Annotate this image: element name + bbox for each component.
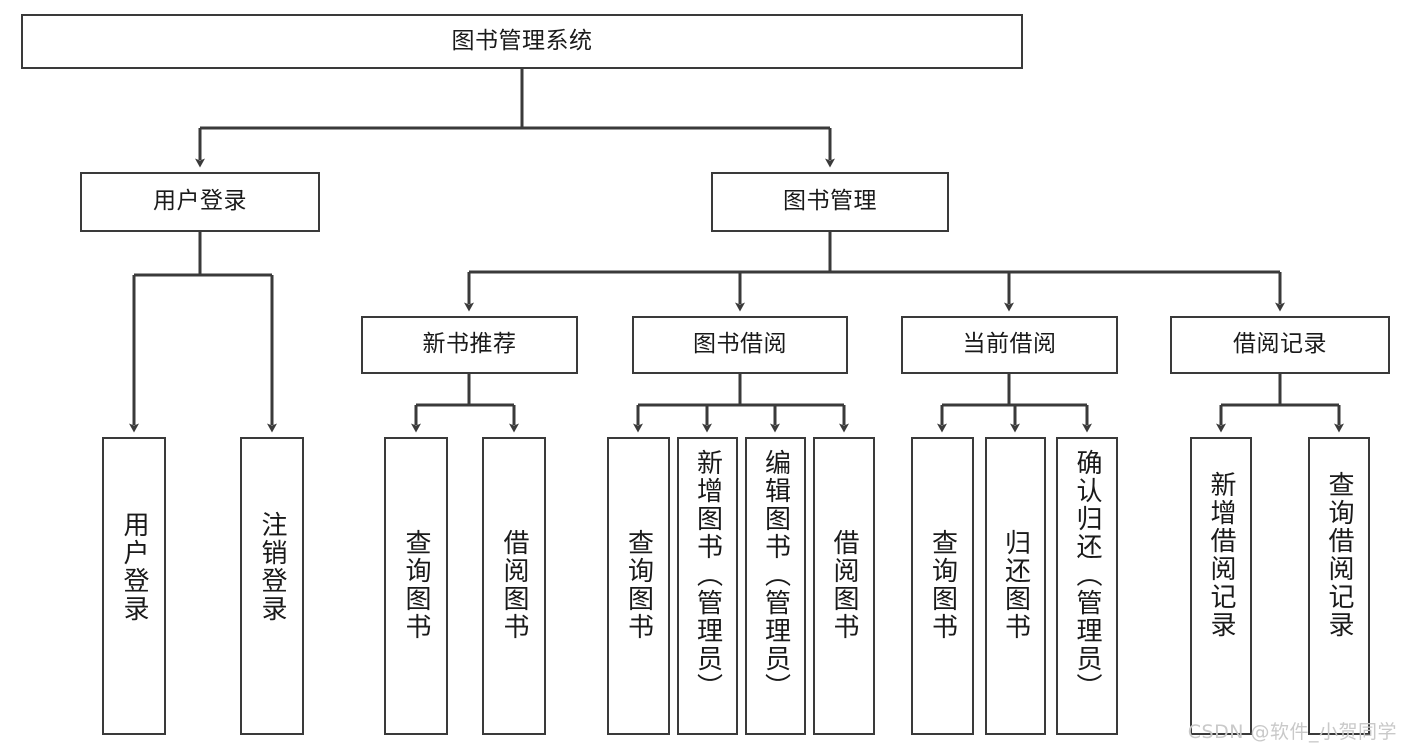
node-leaf-query-book-1-label: 查询图书 <box>401 529 431 641</box>
node-leaf-add-book[interactable]: 新增图书（管理员） <box>677 437 738 735</box>
node-leaf-confirm-return[interactable]: 确认归还（管理员） <box>1056 437 1118 735</box>
node-book-manage[interactable]: 图书管理 <box>711 172 949 232</box>
node-user-login-label: 用户登录 <box>153 188 247 215</box>
node-leaf-logout-label: 注销登录 <box>257 511 287 623</box>
node-leaf-query-book-1[interactable]: 查询图书 <box>384 437 448 735</box>
node-leaf-borrow-book-1[interactable]: 借阅图书 <box>482 437 546 735</box>
node-leaf-add-record-label: 新增借阅记录 <box>1206 471 1236 639</box>
node-current-borrow-label: 当前借阅 <box>962 331 1057 358</box>
node-leaf-add-book-label: 新增图书（管理员） <box>692 449 723 701</box>
node-current-borrow[interactable]: 当前借阅 <box>901 316 1118 374</box>
node-leaf-confirm-return-label: 确认归还（管理员） <box>1072 449 1102 701</box>
node-leaf-query-book-3-label: 查询图书 <box>927 529 958 641</box>
node-new-book-rec-label: 新书推荐 <box>422 331 517 358</box>
node-user-login[interactable]: 用户登录 <box>80 172 320 232</box>
node-leaf-return-book-label: 归还图书 <box>1000 529 1031 641</box>
node-leaf-edit-book[interactable]: 编辑图书（管理员） <box>745 437 806 735</box>
node-book-borrow[interactable]: 图书借阅 <box>632 316 848 374</box>
node-book-borrow-label: 图书借阅 <box>693 331 787 358</box>
node-book-manage-label: 图书管理 <box>783 188 877 215</box>
node-new-book-rec[interactable]: 新书推荐 <box>361 316 578 374</box>
node-leaf-add-record[interactable]: 新增借阅记录 <box>1190 437 1252 735</box>
node-leaf-user-login[interactable]: 用户登录 <box>102 437 166 735</box>
node-leaf-user-login-label: 用户登录 <box>119 511 149 623</box>
node-root-system-label: 图书管理系统 <box>451 27 593 54</box>
node-leaf-edit-book-label: 编辑图书（管理员） <box>760 449 791 701</box>
node-root-system[interactable]: 图书管理系统 <box>21 14 1023 69</box>
node-leaf-borrow-book-1-label: 借阅图书 <box>499 529 529 641</box>
node-leaf-borrow-book-2-label: 借阅图书 <box>829 529 859 641</box>
node-leaf-query-book-2[interactable]: 查询图书 <box>607 437 670 735</box>
node-leaf-logout[interactable]: 注销登录 <box>240 437 304 735</box>
node-borrow-record[interactable]: 借阅记录 <box>1170 316 1390 374</box>
node-leaf-query-book-3[interactable]: 查询图书 <box>911 437 974 735</box>
node-leaf-return-book[interactable]: 归还图书 <box>985 437 1046 735</box>
node-leaf-query-book-2-label: 查询图书 <box>623 529 654 641</box>
node-borrow-record-label: 借阅记录 <box>1233 331 1327 358</box>
node-leaf-query-record[interactable]: 查询借阅记录 <box>1308 437 1370 735</box>
node-leaf-query-record-label: 查询借阅记录 <box>1324 471 1354 639</box>
node-leaf-borrow-book-2[interactable]: 借阅图书 <box>813 437 875 735</box>
